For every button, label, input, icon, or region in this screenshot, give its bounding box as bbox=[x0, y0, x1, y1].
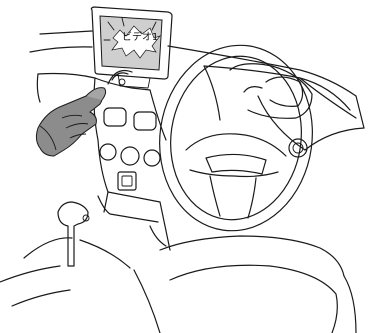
ignition-knob bbox=[289, 139, 307, 157]
center-console bbox=[94, 78, 170, 250]
left-vent bbox=[104, 108, 126, 126]
control-knob bbox=[121, 147, 139, 165]
instrument-cluster bbox=[230, 64, 312, 119]
hand-icon bbox=[36, 88, 105, 156]
press-indicator bbox=[108, 71, 132, 86]
right-vent bbox=[134, 112, 156, 130]
screen-text: ビデオ1 bbox=[122, 30, 158, 43]
gear-shifter bbox=[24, 202, 130, 268]
console-switch bbox=[118, 172, 136, 190]
floor-seat-outline bbox=[0, 236, 356, 333]
monitor: ビデオ1 bbox=[91, 7, 172, 88]
control-knob bbox=[100, 144, 116, 160]
control-knob bbox=[144, 150, 160, 166]
